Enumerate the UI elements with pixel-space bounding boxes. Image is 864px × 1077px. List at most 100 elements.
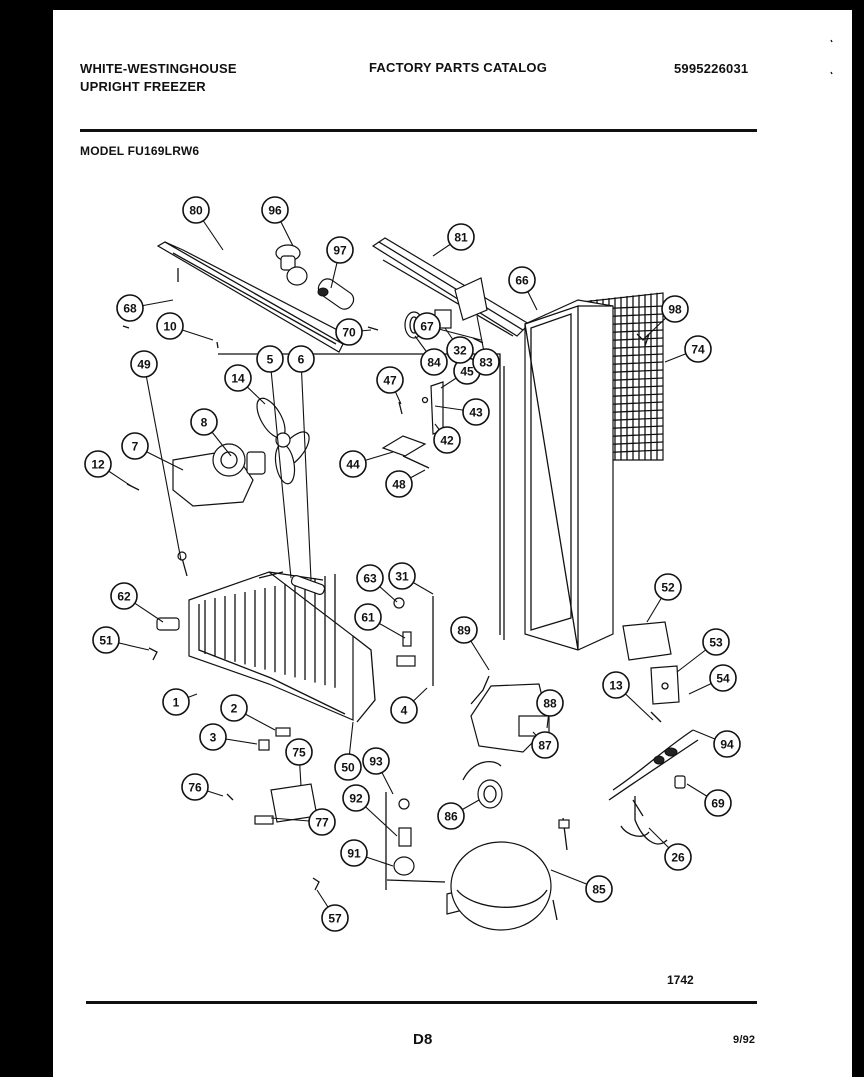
- brand-line-1: WHITE-WESTINGHOUSE: [80, 61, 237, 76]
- callout-label: 68: [123, 302, 137, 316]
- callout-86: 86: [437, 802, 465, 830]
- callout-label: 13: [609, 679, 623, 693]
- harness-94: [608, 711, 699, 801]
- callout-87: 87: [531, 731, 559, 759]
- callout-67: 67: [413, 312, 441, 340]
- callout-label: 84: [427, 356, 441, 370]
- callout-2: 2: [220, 694, 248, 722]
- callout-91: 91: [340, 839, 368, 867]
- callout-93: 93: [362, 747, 390, 775]
- callout-label: 81: [454, 231, 468, 245]
- callout-label: 61: [361, 611, 375, 625]
- callout-52: 52: [654, 573, 682, 601]
- callout-label: 87: [538, 739, 552, 753]
- callout-label: 32: [453, 344, 467, 358]
- callout-label: 96: [268, 204, 282, 218]
- callout-label: 14: [231, 372, 245, 386]
- callout-76: 76: [181, 773, 209, 801]
- callout-66: 66: [508, 266, 536, 294]
- callout-label: 93: [369, 755, 383, 769]
- fan-motor: [172, 443, 266, 507]
- page-label: D8: [413, 1031, 433, 1048]
- callout-85: 85: [585, 875, 613, 903]
- callout-label: 94: [720, 738, 734, 752]
- bracket-80: [156, 241, 350, 353]
- callout-label: 97: [333, 244, 347, 258]
- callout-label: 42: [440, 434, 454, 448]
- callout-label: 57: [328, 912, 342, 926]
- callout-63: 63: [356, 564, 384, 592]
- callout-label: 44: [346, 458, 360, 472]
- callout-43: 43: [462, 398, 490, 426]
- callout-83: 83: [472, 348, 500, 376]
- callout-label: 69: [711, 797, 725, 811]
- callout-8: 8: [190, 408, 218, 436]
- callout-label: 48: [392, 478, 406, 492]
- callout-label: 31: [395, 570, 409, 584]
- footer-rule: [86, 1001, 757, 1004]
- callout-47: 47: [376, 366, 404, 394]
- callout-92: 92: [342, 784, 370, 812]
- callout-68: 68: [116, 294, 144, 322]
- callout-4: 4: [390, 696, 418, 724]
- callout-label: 1: [173, 696, 180, 710]
- cabinet-box: [524, 299, 614, 651]
- callout-label: 89: [457, 624, 471, 638]
- callout-42: 42: [433, 426, 461, 454]
- catalog-title: FACTORY PARTS CATALOG: [369, 60, 548, 75]
- callout-label: 4: [401, 704, 408, 718]
- callout-label: 85: [592, 883, 606, 897]
- fan-blade-14: [256, 397, 310, 485]
- callout-51: 51: [92, 626, 120, 654]
- callout-label: 77: [315, 816, 329, 830]
- callout-48: 48: [385, 470, 413, 498]
- callout-label: 54: [716, 672, 730, 686]
- callout-32: 32: [446, 336, 474, 364]
- light-assembly: [275, 244, 355, 310]
- callout-label: 88: [543, 697, 557, 711]
- callout-84: 84: [420, 348, 448, 376]
- callout-54: 54: [709, 664, 737, 692]
- callout-label: 26: [671, 851, 685, 865]
- callout-12: 12: [84, 450, 112, 478]
- callout-75: 75: [285, 738, 313, 766]
- callout-label: 92: [349, 792, 363, 806]
- callout-77: 77: [308, 808, 336, 836]
- callout-label: 66: [515, 274, 529, 288]
- callout-label: 98: [668, 303, 682, 317]
- callout-label: 83: [479, 356, 493, 370]
- callout-53: 53: [702, 628, 730, 656]
- brand-line-2: UPRIGHT FREEZER: [80, 79, 206, 94]
- drawing-number: 1742: [667, 973, 694, 987]
- callout-label: 67: [420, 320, 434, 334]
- drain-assembly: [385, 792, 446, 890]
- callout-44: 44: [339, 450, 367, 478]
- callout-label: 70: [342, 326, 356, 340]
- callout-6: 6: [287, 345, 315, 373]
- callout-5: 5: [256, 345, 284, 373]
- leader-line-49: [143, 363, 182, 561]
- capacitor-86: [462, 760, 503, 809]
- callout-label: 51: [99, 634, 113, 648]
- callout-label: 49: [137, 358, 151, 372]
- callout-69: 69: [704, 789, 732, 817]
- leader-line-6: [300, 358, 312, 581]
- callout-70: 70: [335, 318, 363, 346]
- relay-88: [470, 675, 550, 753]
- leader-line-5: [269, 358, 292, 579]
- callout-96: 96: [261, 196, 289, 224]
- callout-label: 80: [189, 204, 203, 218]
- callout-label: 7: [132, 440, 139, 454]
- callout-label: 2: [231, 702, 238, 716]
- callout-80: 80: [182, 196, 210, 224]
- callout-label: 62: [117, 590, 131, 604]
- callout-13: 13: [602, 671, 630, 699]
- callout-label: 74: [691, 343, 705, 357]
- callout-label: 86: [444, 810, 458, 824]
- callout-97: 97: [326, 236, 354, 264]
- callout-98: 98: [661, 295, 689, 323]
- catalog-number: 5995226031: [674, 61, 749, 76]
- page-date: 9/92: [733, 1034, 756, 1046]
- parts-catalog-page: WHITE-WESTINGHOUSE UPRIGHT FREEZER FACTO…: [53, 10, 852, 1077]
- callout-label: 76: [188, 781, 202, 795]
